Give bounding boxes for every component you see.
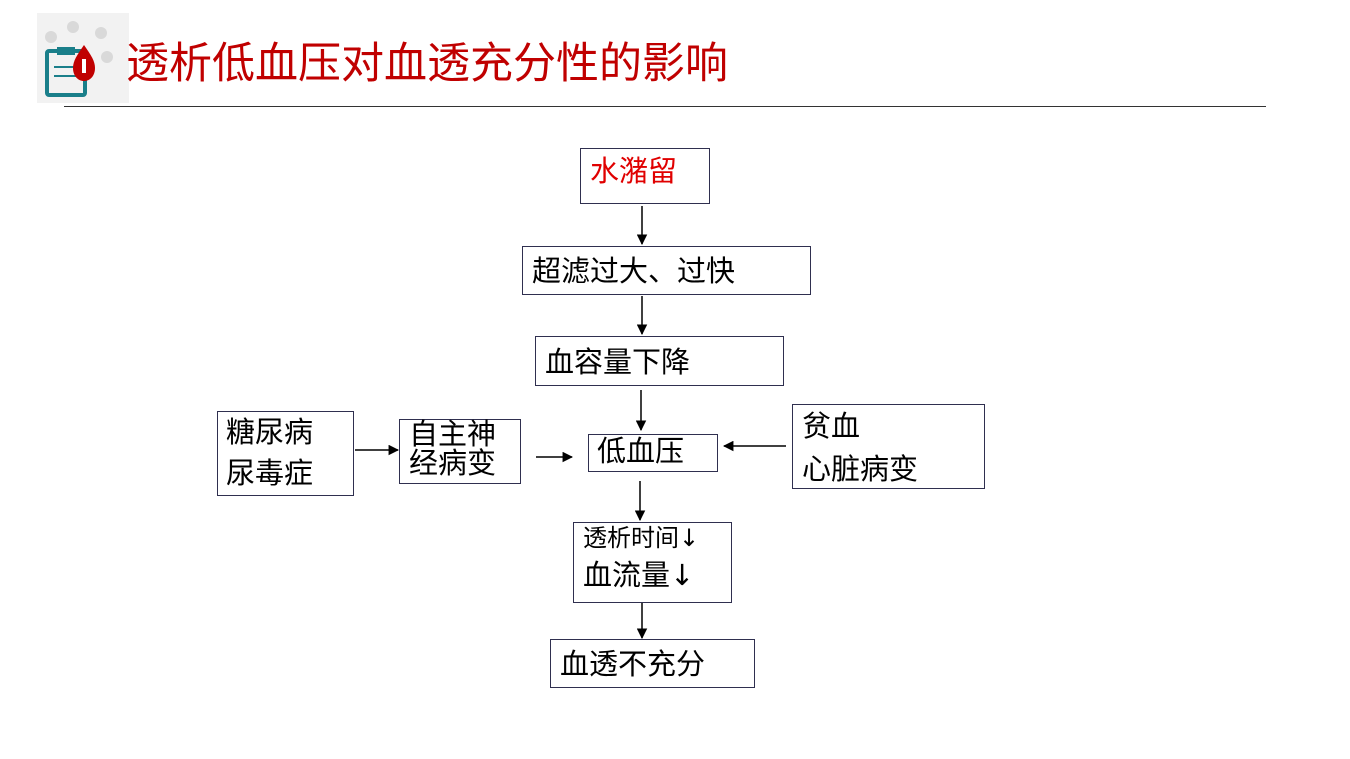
node-time-label: 透析时间↓	[583, 524, 700, 552]
node-time-bloodflow: 透析时间↓ 血流量↓	[573, 522, 732, 603]
brand-logo	[37, 13, 129, 103]
node-hypotension: 低血压	[588, 434, 718, 472]
node-anemia-label: 贫血	[802, 409, 861, 443]
node-bloodflow-label: 血流量↓	[583, 558, 695, 592]
node-inadequate-dialysis: 血透不充分	[550, 639, 755, 688]
node-anemia-heart: 贫血 心脏病变	[792, 404, 985, 489]
node-autonomic-neuropathy: 自主神 经病变	[399, 419, 521, 484]
node-inadequate-label: 血透不充分	[560, 647, 706, 681]
node-autonomic-line1: 自主神	[409, 417, 497, 451]
slide-title: 透析低血压对血透充分性的影响	[126, 39, 728, 89]
node-ultrafiltration: 超滤过大、过快	[522, 246, 811, 295]
node-hypotension-label: 低血压	[597, 434, 685, 468]
node-blood-volume-drop: 血容量下降	[535, 336, 784, 386]
node-uremia-label: 尿毒症	[226, 456, 314, 490]
node-diabetes-label: 糖尿病	[226, 415, 314, 449]
node-autonomic-line2: 经病变	[409, 446, 497, 480]
node-blood-volume-drop-label: 血容量下降	[545, 345, 691, 379]
clipboard-heart-icon	[45, 21, 113, 97]
node-ultrafiltration-label: 超滤过大、过快	[532, 254, 736, 288]
node-diabetes-uremia: 糖尿病 尿毒症	[217, 411, 354, 496]
title-divider	[64, 106, 1266, 107]
node-water-retention-label: 水潴留	[590, 154, 678, 188]
node-heart-label: 心脏病变	[802, 452, 919, 486]
node-water-retention: 水潴留	[580, 148, 710, 204]
